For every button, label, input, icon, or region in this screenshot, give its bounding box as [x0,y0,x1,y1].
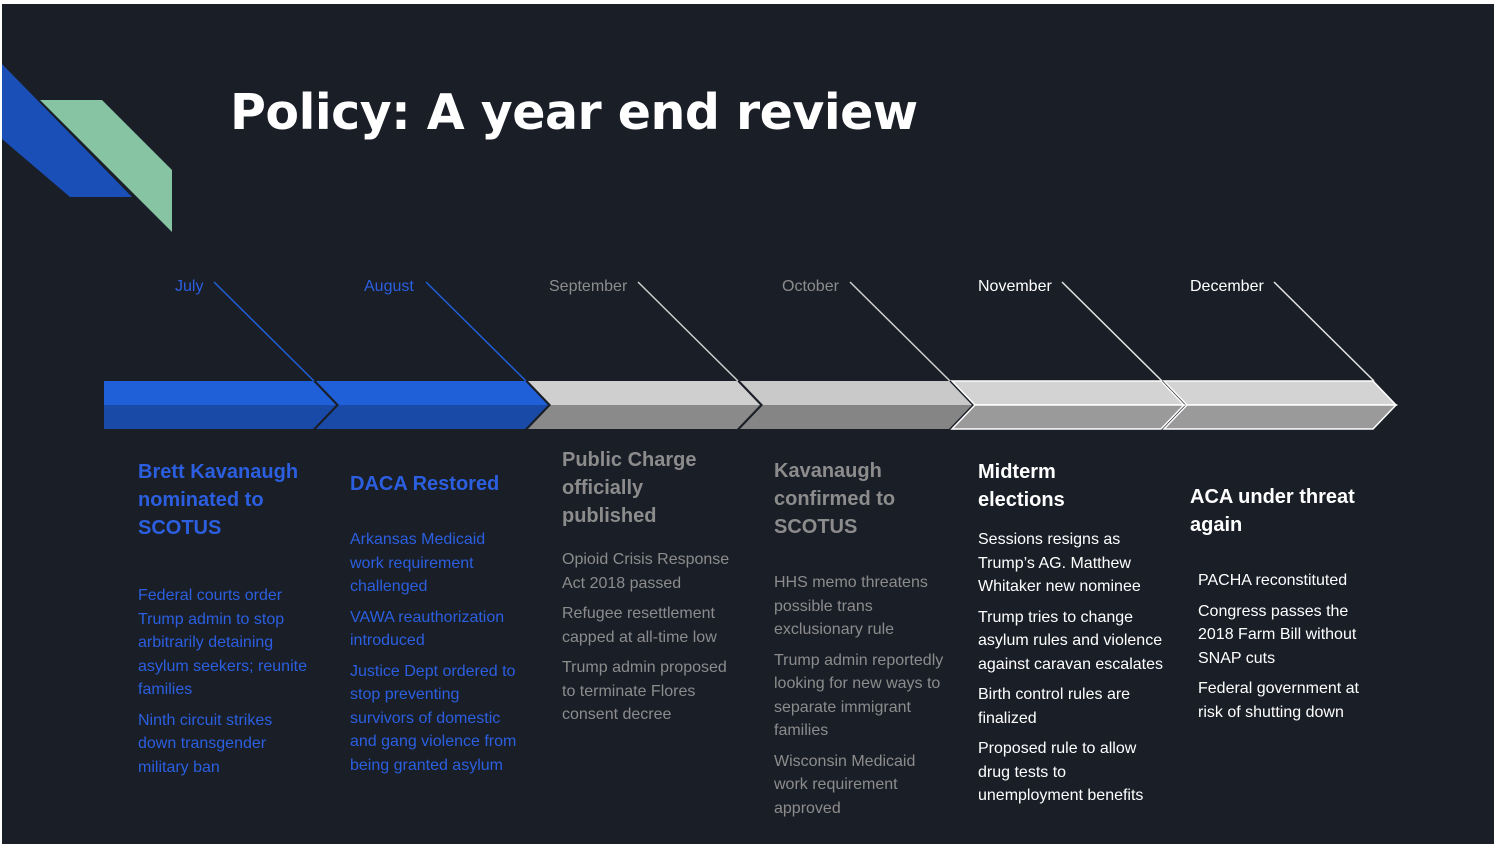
month-label-december: December [1190,278,1264,295]
leader-line-july [213,281,315,382]
event-item: Wisconsin Medicaid work requirement appr… [774,752,916,817]
month-label-july: July [175,278,204,295]
event-item: Arkansas Medicaid work requirement chall… [350,531,486,595]
leader-line-august [425,281,527,382]
leader-line-december [1273,281,1375,382]
corner-blue-stripe [2,64,132,197]
chevron-december [1162,380,1398,430]
event-item: Trump tries to change asylum rules and v… [978,608,1163,673]
event-heading-july: Brett Kavanaugh nominated to SCOTUS [138,461,299,539]
timeline-graphic [2,64,1398,430]
timeline-column-december: ACA under threat again PACHA reconstitut… [1190,483,1365,731]
event-heading-november: Midterm elections [978,461,1065,511]
corner-mint-stripe [40,100,172,232]
slide: Policy: A year end review July August Se… [2,4,1494,844]
event-item: Refugee resettlement capped at all-time … [562,605,717,646]
chevron-september [528,381,760,429]
event-heading-september: Public Charge officially published [562,449,697,527]
event-item: PACHA reconstituted [1198,572,1348,589]
slide-title: Policy: A year end review [230,84,918,141]
event-item: Congress passes the 2018 Farm Bill witho… [1198,602,1357,667]
event-item: Trump admin reportedly looking for new w… [774,651,944,740]
timeline-column-august: DACA Restored Arkansas Medicaid work req… [350,470,522,784]
month-label-october: October [782,278,839,295]
event-item: Sessions resigns as Trump’s AG. Matthew … [978,531,1141,595]
event-item: Trump admin proposed to terminate Flores… [562,659,727,723]
event-heading-august: DACA Restored [350,473,500,495]
timeline-column-july: Brett Kavanaugh nominated to SCOTUS Fede… [138,458,310,786]
event-item: Federal government at risk of shutting d… [1198,680,1359,721]
event-item: Ninth circuit strikes down transgender m… [138,711,273,776]
event-item: Birth control rules are finalized [978,686,1131,727]
month-label-september: September [549,278,628,295]
month-label-november: November [978,278,1052,295]
event-item: HHS memo threatens possible trans exclus… [774,574,928,638]
chevron-august [316,381,548,429]
month-label-august: August [364,278,414,295]
chevron-november [950,380,1186,430]
timeline-column-october: Kavanaugh confirmed to SCOTUS HHS memo t… [774,457,946,827]
timeline-column-september: Public Charge officially published Opioi… [562,446,734,734]
event-item: Federal courts order Trump admin to stop… [138,587,307,698]
event-item: Proposed rule to allow drug tests to une… [978,740,1144,804]
event-item: VAWA reauthorization introduced [350,608,505,650]
event-item: Justice Dept ordered to stop preventing … [350,662,517,774]
chevron-july [104,381,336,429]
timeline-column-november: Midterm elections Sessions resigns as Tr… [978,458,1168,815]
leader-line-november [1061,281,1163,382]
event-item: Opioid Crisis Response Act 2018 passed [562,551,730,592]
event-heading-october: Kavanaugh confirmed to SCOTUS [774,460,896,538]
chevron-october [740,381,972,429]
leader-line-september [637,281,739,382]
leader-line-october [849,281,951,382]
event-heading-december: ACA under threat again [1190,486,1355,536]
